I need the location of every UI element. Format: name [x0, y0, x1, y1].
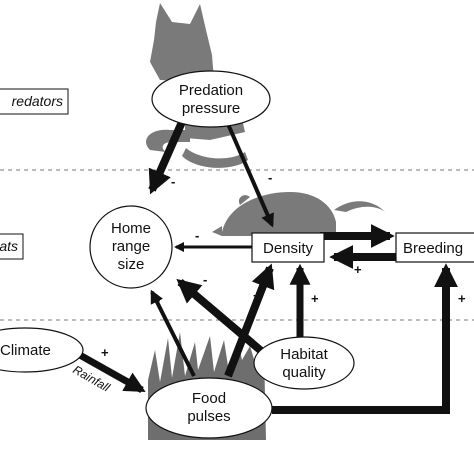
node-climate: Climate [0, 327, 84, 373]
arrow-food-to-home [150, 289, 196, 377]
node-density: Density [251, 232, 325, 263]
node-habitat-quality: Habitat quality [253, 336, 355, 390]
rats-label-box: ats [0, 233, 24, 260]
sign-habitat-to-density: + [311, 291, 319, 306]
sign-food-to-density: + [253, 288, 261, 303]
node-predation-pressure: Predation pressure [151, 70, 271, 128]
sign-predation-to-home: - [171, 174, 175, 189]
predation-pressure-line2: pressure [182, 100, 240, 117]
sign-density-to-home: - [195, 228, 199, 243]
home-range-line1: Home [111, 220, 151, 237]
sign-habitat-to-home: - [203, 272, 207, 287]
node-breeding: Breeding [395, 232, 474, 263]
predators-label: redators [12, 93, 63, 109]
arrow-food-to-breeding [272, 263, 458, 414]
arrow-habitat-to-home [176, 278, 269, 359]
predators-label-box: redators [0, 88, 69, 115]
node-home-range-size: Home range size [89, 205, 173, 289]
sign-predation-to-density: - [268, 170, 272, 185]
sign-breeding-to-density: + [354, 262, 362, 277]
rats-label: ats [0, 238, 18, 254]
arrow-climate-to-food [76, 350, 146, 394]
predation-pressure-line1: Predation [179, 82, 243, 99]
food-pulses-line2: pulses [187, 408, 230, 425]
breeding-label: Breeding [403, 240, 463, 257]
food-pulses-line1: Food [192, 390, 226, 407]
arrow-predation-to-density [226, 123, 274, 228]
habitat-quality-line1: Habitat [280, 346, 328, 363]
sign-climate-to-food: + [101, 345, 109, 360]
sign-food-to-home: - [156, 292, 160, 307]
sign-food-to-breeding: + [458, 291, 466, 306]
home-range-line3: size [118, 256, 145, 273]
density-label: Density [263, 240, 314, 257]
rat-silhouette-icon [212, 192, 385, 236]
arrow-predation-to-home [148, 120, 186, 195]
arrow-food-to-density [224, 263, 275, 378]
node-food-pulses: Food pulses [145, 377, 273, 439]
habitat-quality-line2: quality [282, 364, 326, 381]
climate-label: Climate [0, 342, 51, 359]
home-range-line2: range [112, 238, 150, 255]
